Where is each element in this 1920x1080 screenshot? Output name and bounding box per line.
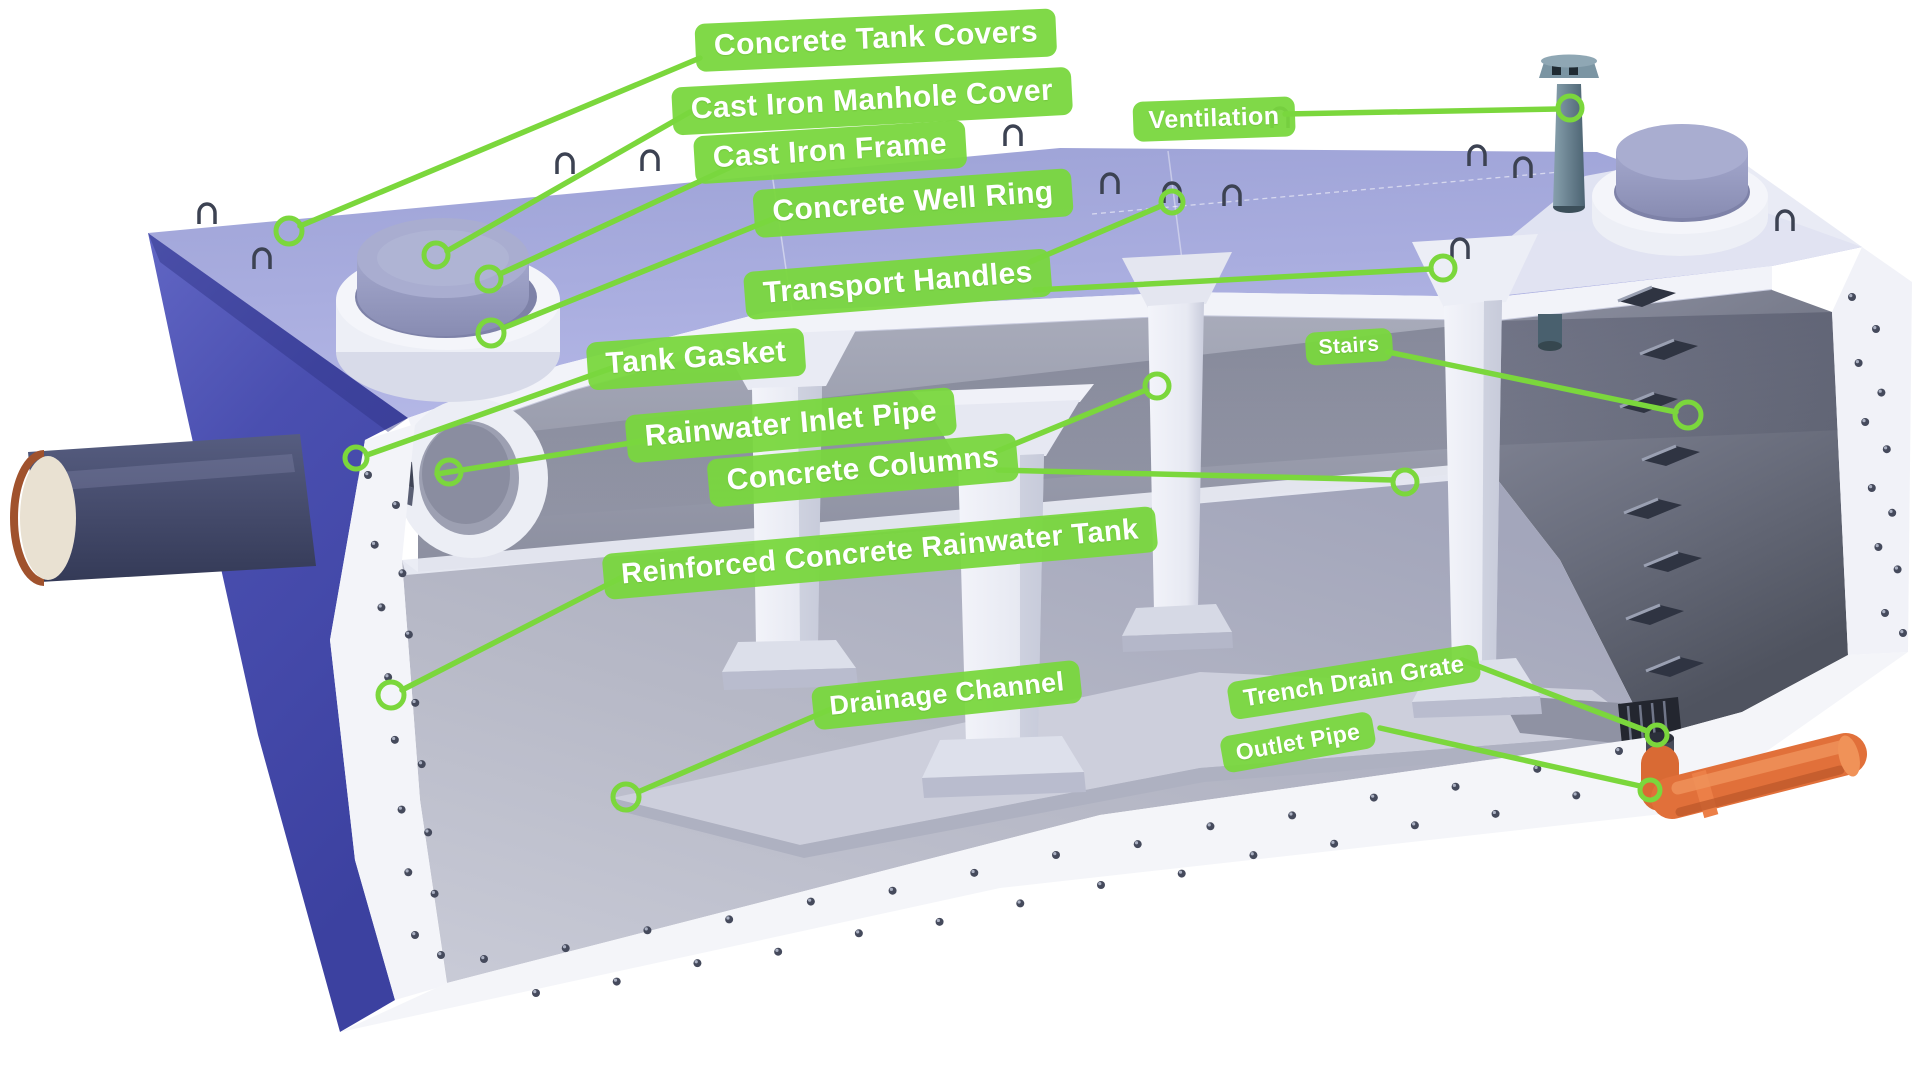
blue-wall-shadow [148,233,408,432]
roof-seam [1091,171,1561,215]
cut-wall-bottom [340,652,1908,1032]
concrete-column-right [1412,234,1542,718]
leader-lines [273,55,1704,813]
label-stairs: Stairs [1304,327,1394,367]
transport-handles-part [197,106,1795,269]
drainage-channel-surface [612,672,1648,845]
outer-wall-blue [148,233,408,1032]
rebar-dots [364,293,1907,997]
vent-stub-interior [1538,314,1562,351]
rainwater-inlet-pipe-part [10,434,316,586]
roof-cut-face [408,266,1772,444]
drainage-channel-bevel [612,733,1652,858]
wall-ledge [402,462,1492,575]
manhole-right [1592,124,1768,256]
label-ventilation: Ventilation [1132,96,1296,142]
cut-wall-left [330,424,447,1000]
stairs-rungs [1617,285,1704,677]
cut-wall-right [1832,247,1912,655]
